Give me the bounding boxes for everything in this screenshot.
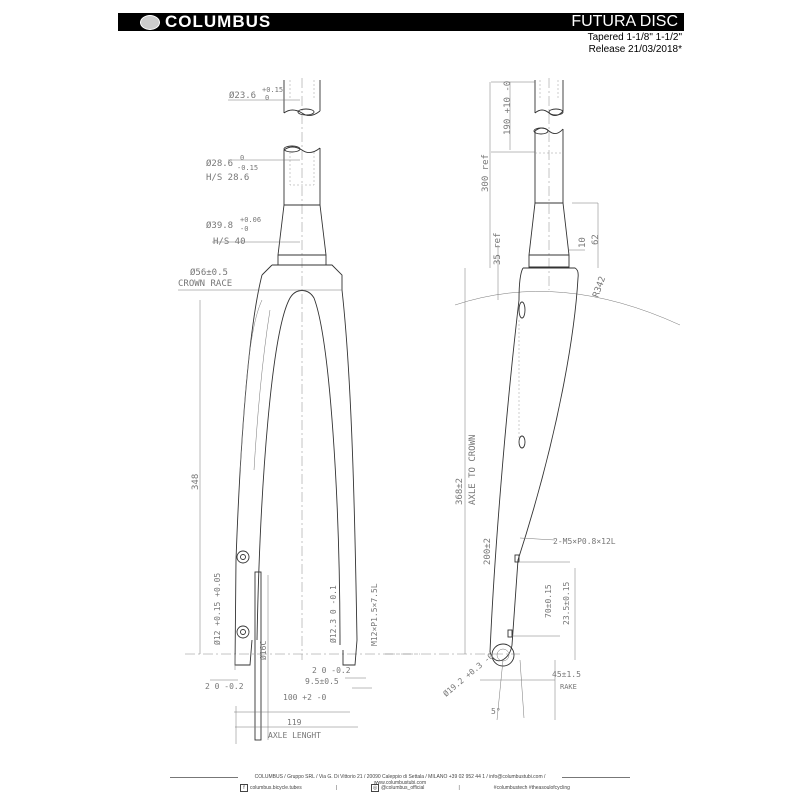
dim-steerer-mid: Ø28.6 (206, 158, 233, 169)
front-labels: Ø23.6 +0.15 0 Ø28.6 0 -0.15 H/S 28.6 Ø39… (178, 86, 379, 740)
dim-tol: -0 (240, 225, 248, 233)
facebook-icon: f (240, 784, 248, 792)
dim-steerer-top: Ø23.6 (229, 90, 256, 101)
dim-axle-hole: Ø12 +0.15 +0.05 (212, 573, 222, 645)
dim-tol: 0 (240, 154, 244, 162)
dim-tol: +0.06 (240, 216, 261, 224)
dim-thread: M12×P1.5×7.5L (370, 583, 379, 646)
header-bar: COLUMBUS FUTURA DISC (118, 12, 684, 31)
front-view: Ø23.6 +0.15 0 Ø28.6 0 -0.15 H/S 28.6 Ø39… (178, 78, 420, 744)
dim-mount-offset: 23.5±0.15 (562, 581, 571, 625)
dim-rake: 45±1.5 (552, 670, 581, 679)
facebook-handle: columbus.bicycle.tubes (250, 785, 302, 791)
side-view: 190 +10 -0 300 ref 35 ref 10 62 R342 368… (385, 78, 681, 721)
dim-hs-upper: H/S 28.6 (206, 173, 249, 183)
dim-taper: 10 (578, 237, 588, 248)
side-labels: 190 +10 -0 300 ref 35 ref 10 62 R342 368… (441, 81, 616, 716)
hashtags: #columbustech #theasoulofcycling (493, 785, 570, 791)
dim-dropout-right: 2 0 -0.2 (312, 666, 351, 675)
model-name: FUTURA DISC (571, 13, 678, 30)
spec-text: Tapered 1-1/8" 1-1/2" (587, 32, 682, 43)
instagram-icon: ◎ (371, 784, 380, 792)
brand-name: COLUMBUS (165, 12, 272, 31)
dim-crown-height: 35 ref (493, 232, 503, 265)
dim-crown-race: Ø56±0.5 (190, 267, 228, 278)
instagram-link[interactable]: ◎@columbus_official (371, 784, 424, 792)
separator: | (458, 785, 460, 791)
divider (562, 777, 630, 778)
release-text: Release 21/03/2018* (588, 44, 682, 55)
dim-hs-lower: H/S 40 (213, 237, 246, 247)
dim-angle: 5° (491, 707, 501, 716)
dim-mount-spacing: 70±0.15 (544, 584, 553, 618)
dim-dropout-left: 2 0 -0.2 (205, 682, 244, 691)
dim-tol: 0 (265, 94, 269, 102)
dim-dropout-dia: Ø19.2 +0.3 -0 (441, 651, 496, 699)
dim-tol: -0.15 (237, 164, 258, 172)
dim-spacing: 100 +2 -0 (283, 693, 327, 702)
dim-steerer-low: Ø39.8 (206, 220, 233, 231)
dim-height: 348 (191, 474, 201, 490)
divider (170, 777, 238, 778)
separator: | (335, 785, 338, 791)
dim-axle-to-crown: 368±2 (455, 478, 465, 505)
dim-axle-length: 119 (287, 718, 302, 727)
dove-icon (140, 14, 160, 30)
dim-steerer-length: 300 ref (481, 154, 491, 192)
dim-insert: 190 +10 -0 (503, 81, 513, 135)
columbus-logo: COLUMBUS (140, 12, 272, 31)
dim-mount-bolts: 2-M5×P0.8×12L (553, 537, 616, 546)
dim-mount-height: 200±2 (483, 538, 493, 565)
dim-axle-rod: Ø16C (258, 641, 268, 660)
dim-axle-length-label: AXLE LENGHT (268, 731, 321, 740)
dim-crown-race-label: CROWN RACE (178, 279, 232, 289)
dim-offset: 9.5±0.5 (305, 677, 339, 686)
dim-taper-length: 62 (591, 234, 601, 245)
dim-thread-dia: Ø12.3 0 -0.1 (328, 585, 338, 643)
dim-axle-to-crown-label: AXLE TO CROWN (468, 435, 478, 505)
footer-address: COLUMBUS / Gruppo SRL / Via G. Di Vittor… (254, 774, 546, 786)
dim-radius: R342 (591, 275, 608, 299)
instagram-handle: @columbus_official (381, 785, 425, 791)
dim-rake-label: RAKE (560, 683, 577, 691)
dim-tol: +0.15 (262, 86, 283, 94)
